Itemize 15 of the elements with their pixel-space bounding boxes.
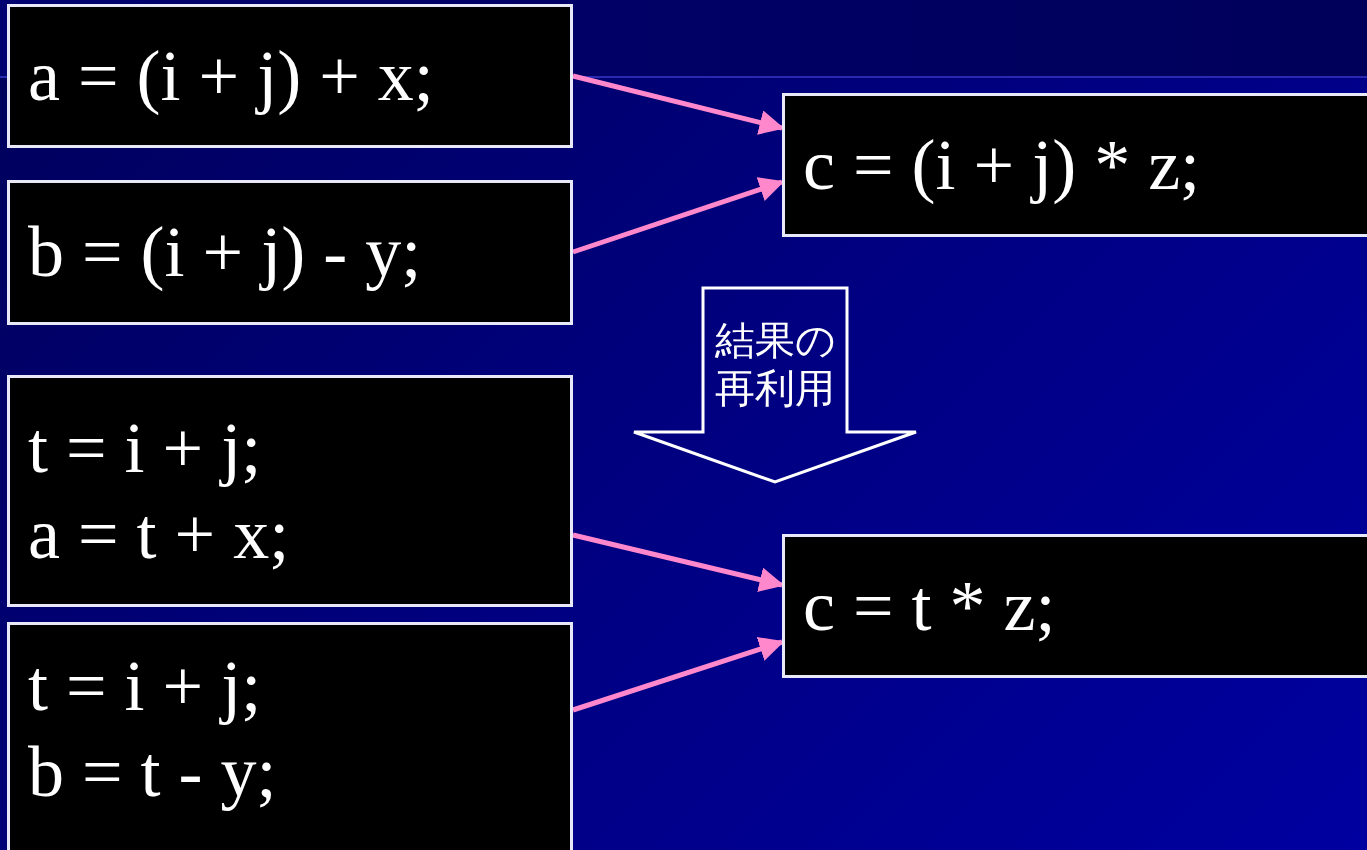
code-box: [782, 93, 1367, 237]
code-text: t = i + j;: [28, 406, 263, 490]
code-text: a = (i + j) + x;: [28, 34, 435, 118]
code-text: c = (i + j) * z;: [803, 123, 1202, 207]
code-text: b = (i + j) - y;: [28, 211, 423, 295]
code-box: [7, 180, 573, 325]
code-text: t = i + j;: [28, 645, 263, 728]
arrow-label: 結果の再利用: [713, 316, 837, 412]
code-text: c = t * z;: [803, 564, 1057, 648]
code-box: [7, 375, 573, 607]
code-text: a = t + x;: [28, 493, 291, 576]
code-box: [7, 4, 573, 148]
code-box: [782, 534, 1367, 678]
code-text: b = t - y;: [28, 731, 278, 815]
code-box: [7, 622, 573, 850]
